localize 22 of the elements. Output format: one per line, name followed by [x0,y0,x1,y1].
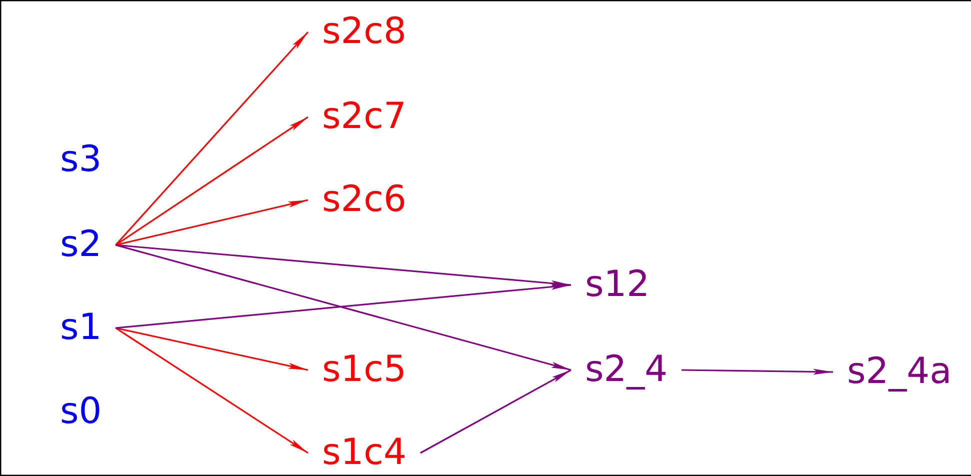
node-label: s2 [46,223,116,267]
node-label: s2c8 [308,10,420,54]
arrow [116,327,308,371]
node-label: s1c5 [308,348,420,392]
arrow [115,116,308,246]
node-label: s1 [46,306,116,350]
node-label: s3 [46,138,116,182]
arrow [115,31,309,246]
node-label: s2_4a [833,350,966,394]
arrow [682,368,834,375]
node-label: s2c7 [308,95,420,139]
arrow [420,369,572,454]
node-label: s2_4 [571,348,682,392]
arrow [116,284,572,329]
arrow [115,199,308,246]
node-label: s12 [571,263,664,307]
arrow [115,244,572,371]
node-label: s0 [46,390,116,434]
arrow [115,327,308,454]
node-label: s1c4 [308,431,420,475]
node-label: s2c6 [308,178,420,222]
arrow [116,244,572,286]
